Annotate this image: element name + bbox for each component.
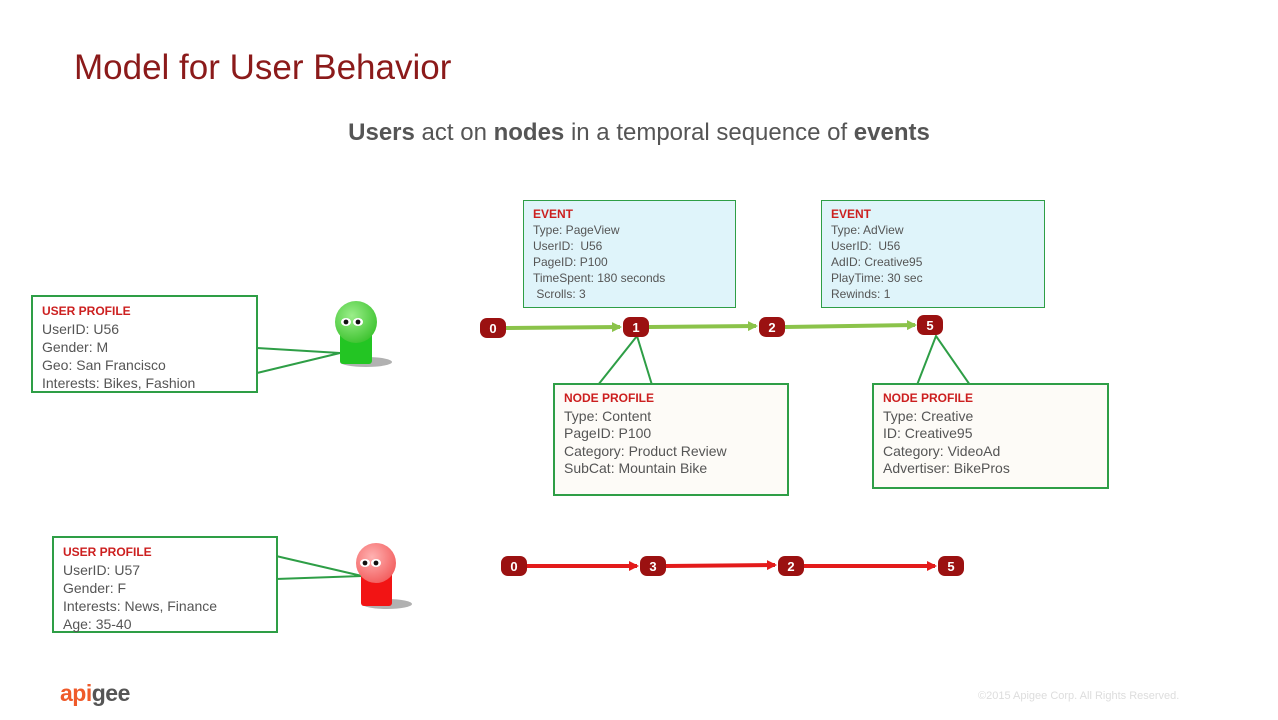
- subtitle-word-events: events: [853, 119, 930, 146]
- arrow-1-to-2: [648, 321, 758, 332]
- node-profile-box-content: NODE PROFILE Type: Content PageID: P100 …: [553, 383, 789, 496]
- node-profile-box-creative: NODE PROFILE Type: Creative ID: Creative…: [872, 383, 1109, 489]
- sequence-node-label: 0: [510, 559, 517, 574]
- node-profile-heading: NODE PROFILE: [883, 391, 974, 405]
- event-line: PlayTime: 30 sec: [831, 271, 923, 285]
- sequence-node: [480, 318, 506, 338]
- event-line: UserID: U56: [831, 239, 901, 253]
- user-profile-line: Age: 35-40: [63, 616, 132, 632]
- event-box-adview: EVENT Type: AdView UserID: U56 AdID: Cre…: [821, 200, 1045, 308]
- node-profile2-callout: [916, 333, 971, 386]
- user-profile-heading: USER PROFILE: [63, 545, 152, 559]
- node-profile-line: Type: Content: [564, 407, 652, 424]
- subtitle: Users act on nodes in a temporal sequenc…: [0, 119, 1278, 147]
- event-line: TimeSpent: 180 seconds: [533, 271, 666, 285]
- node-profile-line: Category: VideoAd: [883, 442, 1001, 459]
- subtitle-word-nodes: nodes: [493, 119, 565, 146]
- subtitle-word-users: Users: [348, 119, 415, 146]
- user1-callout: [256, 347, 341, 374]
- node-profile-heading: NODE PROFILE: [564, 391, 655, 405]
- event-heading: EVENT: [831, 207, 872, 221]
- sequence-node: [640, 556, 666, 576]
- node-profile-line: Advertiser: BikePros: [883, 460, 1010, 476]
- node-profile-line: PageID: P100: [564, 425, 652, 441]
- sequence-node-label: 5: [926, 318, 933, 333]
- logo-part-1: api: [60, 680, 92, 706]
- event-line: Type: AdView: [831, 223, 904, 237]
- user1-sequence-arrows: [505, 320, 917, 333]
- copyright-notice: ©2015 Apigee Corp. All Rights Reserved.: [978, 690, 1180, 702]
- event-line: PageID: P100: [533, 255, 608, 269]
- sequence-node: [759, 317, 785, 337]
- sequence-node-label: 0: [489, 321, 496, 336]
- logo-part-2: gee: [91, 680, 131, 706]
- sequence-node-label: 1: [632, 320, 639, 335]
- subtitle-text-1: act on: [414, 119, 494, 146]
- arrow-2-to-5: [784, 320, 917, 331]
- event-heading: EVENT: [533, 207, 574, 221]
- sequence-node: [938, 556, 964, 576]
- event-box-pageview: EVENT Type: PageView UserID: U56 PageID:…: [523, 200, 736, 308]
- node-profile-line: Category: Product Review: [564, 442, 727, 459]
- user-profile-heading: USER PROFILE: [42, 304, 131, 318]
- subtitle-text-2: in a temporal sequence of: [564, 119, 854, 146]
- user-profile-box-u56: USER PROFILE UserID: U56 Gender: M Geo: …: [31, 295, 258, 393]
- user-profile-line: Interests: News, Finance: [63, 598, 218, 614]
- event-line: AdID: Creative95: [831, 255, 923, 269]
- event-line: Scrolls: 3: [533, 287, 586, 301]
- sequence-node: [917, 315, 943, 335]
- page-title: Model for User Behavior: [74, 48, 452, 87]
- user2-sequence-arrows: [527, 560, 937, 571]
- user-profile-line: Gender: F: [63, 580, 127, 596]
- sequence-node: [778, 556, 804, 576]
- user-profile-line: UserID: U56: [42, 321, 120, 337]
- sequence-node-label: 2: [768, 320, 775, 335]
- user-profile-line: Gender: M: [42, 339, 109, 355]
- arrow-0-to-1: [505, 322, 622, 333]
- user-profile-line: UserID: U57: [63, 562, 141, 578]
- apigee-logo: apigee: [60, 680, 130, 707]
- user-profile-line: Interests: Bikes, Fashion: [42, 375, 196, 391]
- event-line: Rewinds: 1: [831, 287, 891, 301]
- user2-callout: [275, 555, 363, 580]
- red-user-avatar: [356, 543, 412, 609]
- node-profile-line: Type: Creative: [883, 407, 974, 424]
- sequence-node: [623, 317, 649, 337]
- arrow-3-to-2: [665, 560, 777, 571]
- user-profile-line: Geo: San Francisco: [42, 357, 166, 373]
- sequence-node: [501, 556, 527, 576]
- user-profile-box-u57: USER PROFILE UserID: U57 Gender: F Inter…: [52, 536, 278, 633]
- user1-sequence-nodes: 0 1 2 5: [480, 315, 943, 338]
- node-profile-line: ID: Creative95: [883, 425, 973, 441]
- event-line: Type: PageView: [533, 223, 620, 237]
- node-profile-line: SubCat: Mountain Bike: [564, 460, 708, 476]
- sequence-node-label: 2: [787, 559, 794, 574]
- green-user-avatar: [335, 301, 392, 367]
- event-line: UserID: U56: [533, 239, 603, 253]
- sequence-node-label: 5: [947, 559, 954, 574]
- node-callout-lines: [597, 333, 971, 386]
- sequence-node-label: 3: [649, 559, 656, 574]
- node-profile1-callout: [597, 333, 653, 386]
- user2-sequence-nodes: 0 3 2 5: [501, 556, 964, 576]
